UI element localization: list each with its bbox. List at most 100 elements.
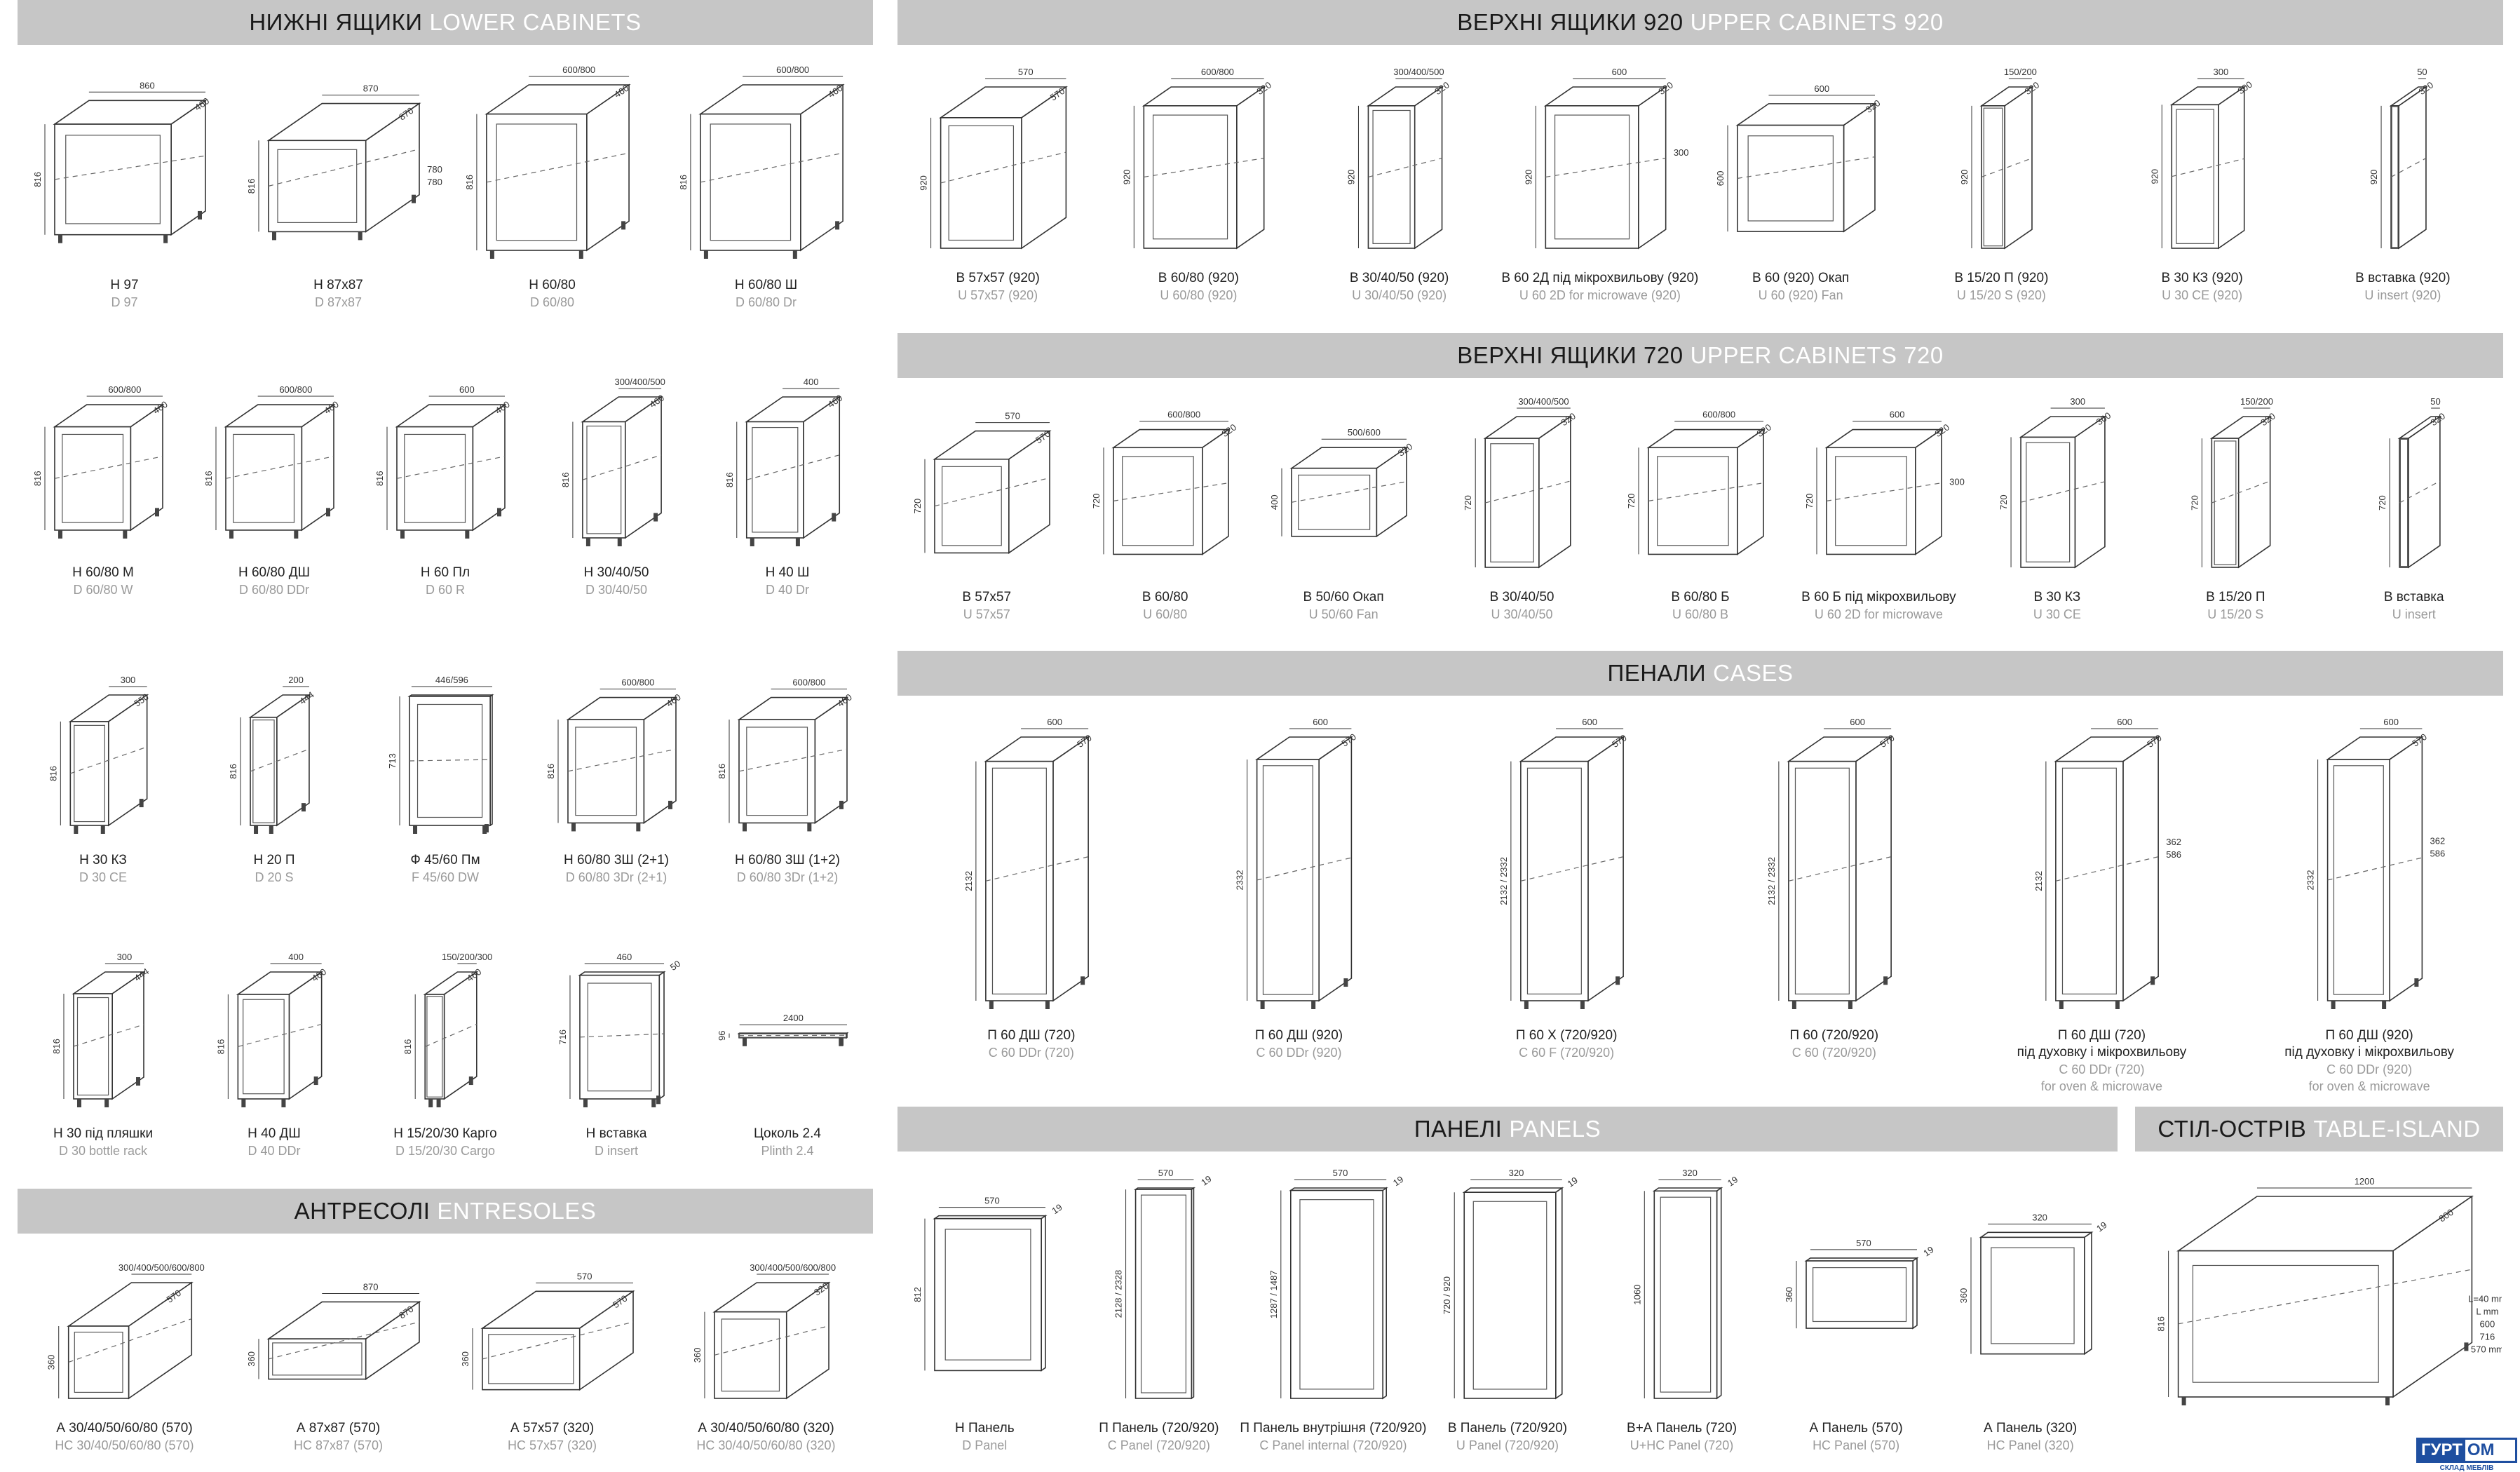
dimension-label: 816 bbox=[546, 764, 556, 779]
header-ua: ПАНЕЛІ bbox=[1414, 1116, 1502, 1142]
item-sublabel: НС 57x57 (320) bbox=[508, 1437, 597, 1454]
box-front bbox=[2212, 438, 2239, 567]
item-sublabel: НС 87x87 (570) bbox=[294, 1437, 383, 1454]
item-sublabel: C 60 DDr (920) bbox=[1256, 1044, 1341, 1061]
box-front bbox=[1135, 1189, 1191, 1398]
leg bbox=[989, 1001, 994, 1009]
dimension-label: 816 bbox=[246, 179, 257, 194]
leg bbox=[793, 250, 797, 259]
leg bbox=[1615, 976, 1620, 985]
box-front bbox=[397, 427, 473, 530]
dimension-label: 150/200 bbox=[2004, 67, 2037, 77]
item-label: В 60/80 bbox=[1142, 589, 1188, 606]
dimension-label: 400 bbox=[804, 377, 819, 387]
dimension-label: 816 bbox=[228, 764, 238, 779]
dimension-label: 720 bbox=[1998, 494, 2009, 510]
dimension-label: 570 bbox=[1018, 67, 1034, 77]
box-front bbox=[1257, 759, 1320, 1001]
header-ua: ВЕРХНІ ЯЩИКИ 720 bbox=[1457, 342, 1683, 369]
dimension-label: 2132 bbox=[2033, 871, 2044, 891]
item-label: П 60 (720/920) bbox=[1789, 1027, 1878, 1044]
item-label: В 57x57 bbox=[962, 589, 1011, 606]
item-sublabel: U insert (920) bbox=[2364, 287, 2441, 304]
dimension-label: 870 bbox=[363, 1281, 379, 1292]
item-sublabel: C 60 F (720/920) bbox=[1519, 1044, 1614, 1061]
item-sublabel: D 97 bbox=[111, 294, 137, 311]
leg bbox=[400, 530, 405, 539]
dimension-label: 300 bbox=[121, 675, 136, 685]
item-label: В 60 Б під мікрохвильову bbox=[1801, 589, 1956, 606]
box-side bbox=[2084, 1232, 2091, 1353]
leg bbox=[163, 235, 168, 243]
leg bbox=[651, 1099, 656, 1107]
item-label: А Панель (570) bbox=[1809, 1420, 1902, 1437]
leg bbox=[743, 823, 747, 831]
item-sublabel-2: for oven & microwave bbox=[2041, 1078, 2162, 1095]
box-side bbox=[1916, 430, 1942, 555]
item-label: А 87x87 (570) bbox=[297, 1420, 380, 1437]
leg bbox=[1081, 976, 1085, 985]
